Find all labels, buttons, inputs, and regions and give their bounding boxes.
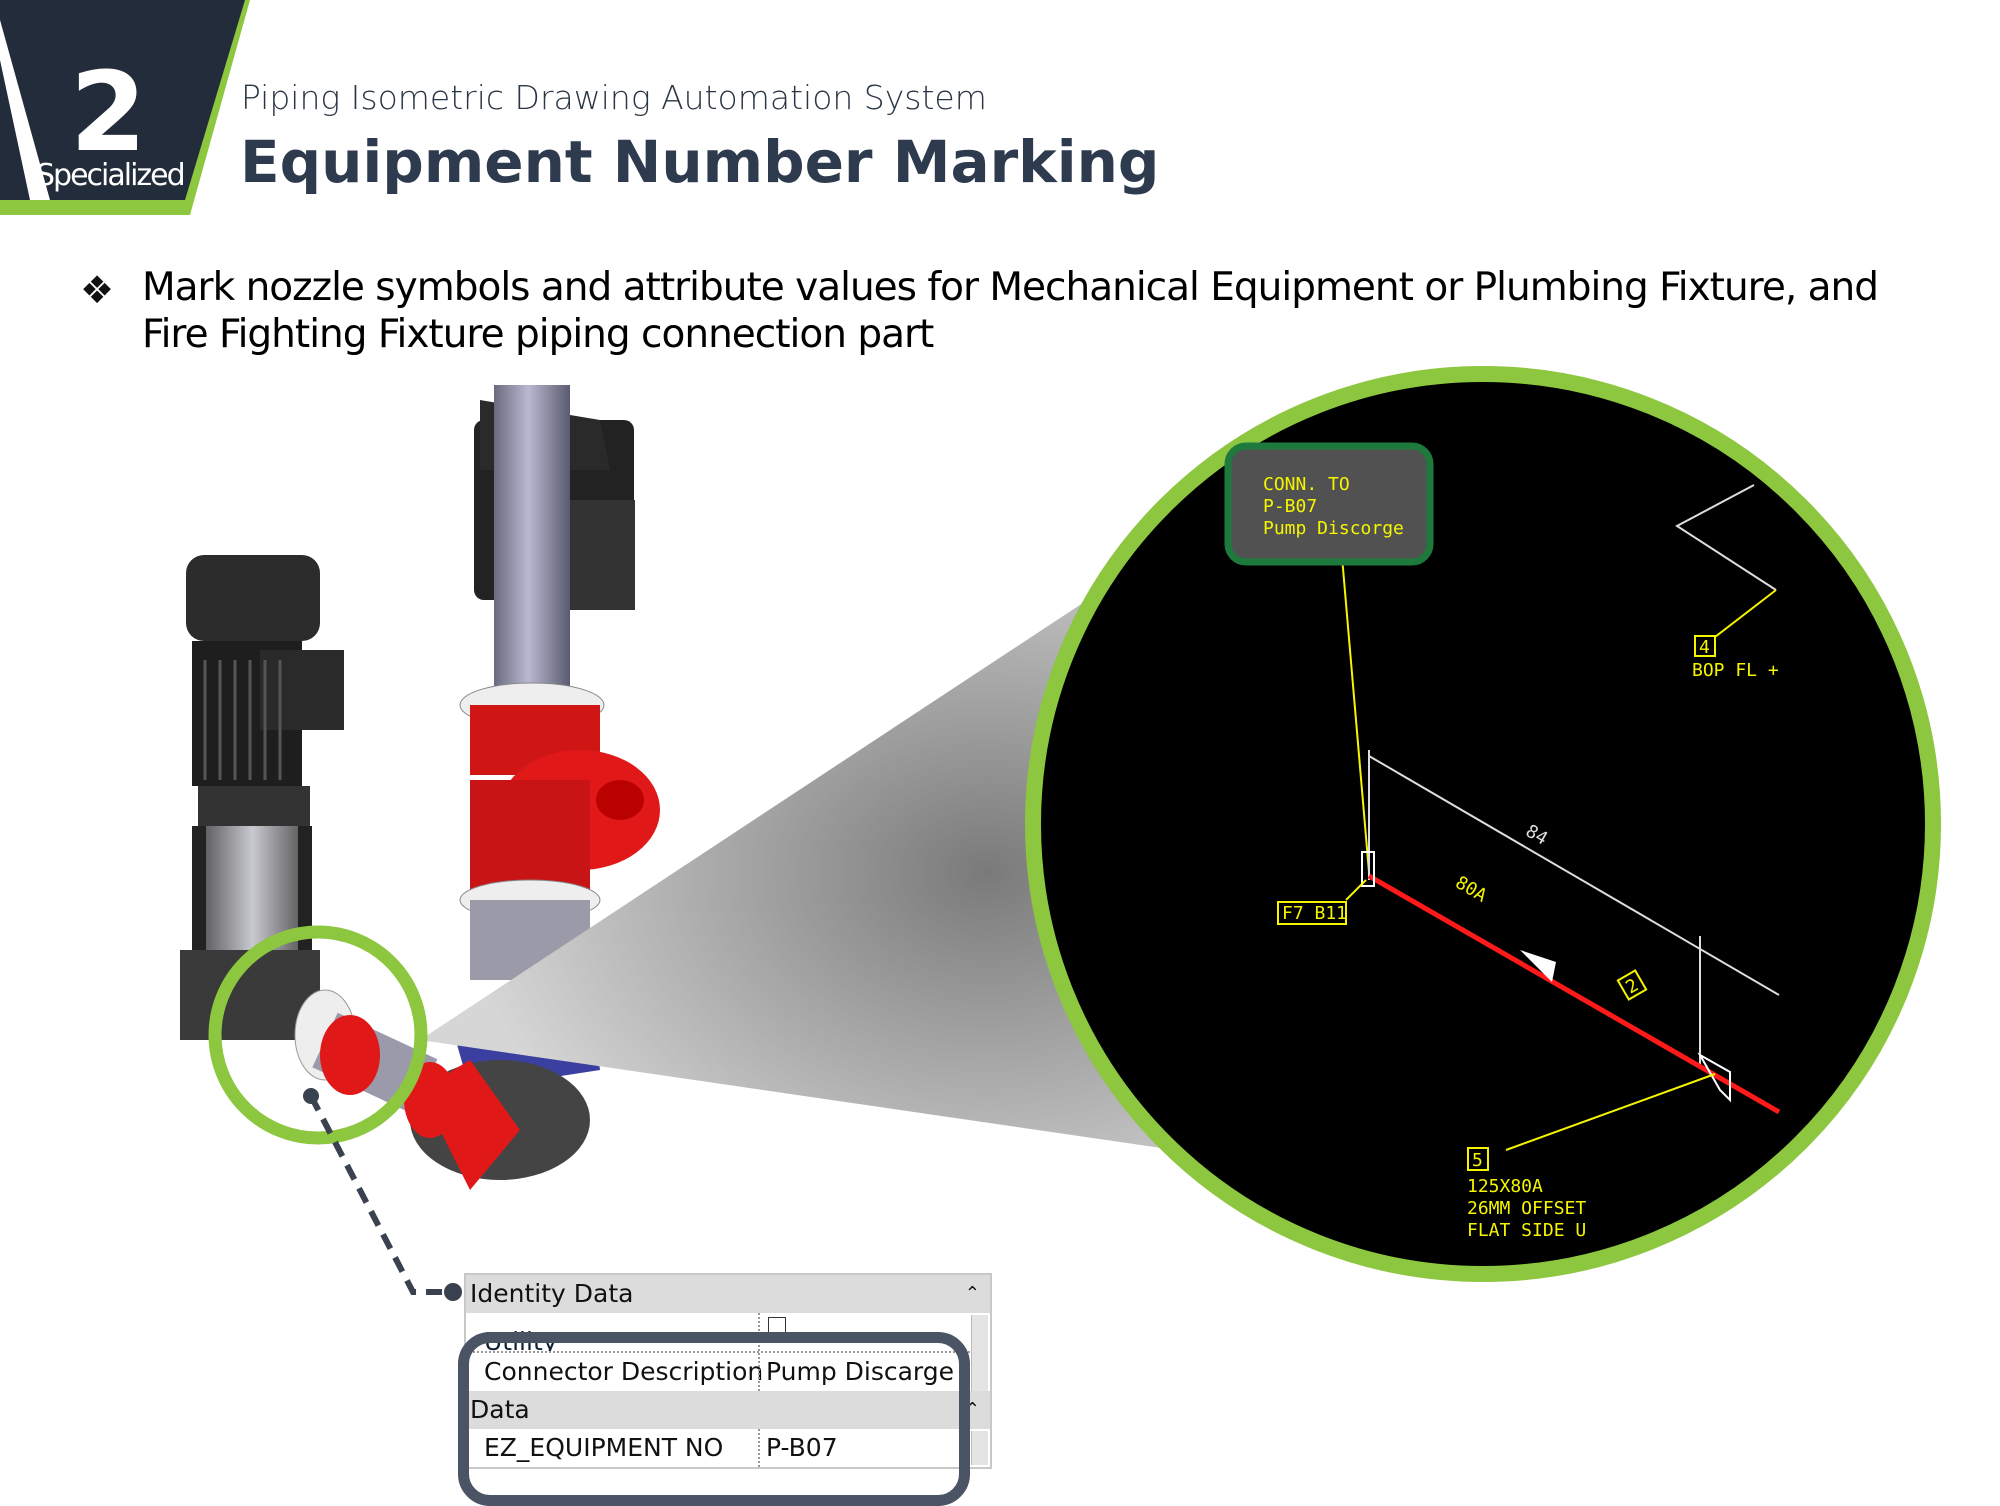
cad-view-circle: [1025, 366, 1941, 1282]
pump-right: [410, 385, 660, 1190]
page-subtitle: Piping Isometric Drawing Automation Syst…: [241, 78, 987, 117]
highlight-frame: [458, 1332, 970, 1506]
connector-leader: [303, 1088, 462, 1301]
cad-drawing: [1277, 484, 1781, 1171]
magnifier-small-circle: [208, 925, 428, 1145]
equipment-no-value[interactable]: P-B07: [758, 1429, 838, 1467]
logo-word: Specialized: [36, 158, 186, 193]
magnifier-cone: [420, 595, 1175, 1150]
flow-arrow-icon: [1520, 950, 1556, 982]
group-data[interactable]: Data ⌃: [466, 1391, 990, 1429]
properties-panel: Identity Data ⌃ Utility Connector Descri…: [464, 1273, 992, 1469]
property-name: EZ_EQUIPMENT NO: [484, 1433, 724, 1462]
diamond-bullet-icon: ❖: [80, 270, 115, 312]
property-name: Connector Description: [484, 1357, 764, 1386]
property-row-connector-description: Connector Description Pump Discarge: [466, 1351, 970, 1391]
logo-number: 2: [70, 48, 147, 176]
scrollbar[interactable]: [971, 1315, 988, 1391]
group-label: Data: [470, 1395, 530, 1424]
property-row-equipment-no: EZ_EQUIPMENT NO P-B07: [466, 1429, 970, 1467]
connector-description-value[interactable]: Pump Discarge: [758, 1353, 956, 1391]
callout-box: [1224, 442, 1434, 566]
group-label: Identity Data: [470, 1279, 634, 1308]
page-title: Equipment Number Marking: [240, 128, 1160, 196]
bullet-text: Mark nozzle symbols and attribute values…: [142, 265, 1879, 357]
logo-badge: [0, 0, 250, 215]
group-identity-data[interactable]: Identity Data ⌃: [466, 1275, 990, 1313]
scrollbar-lower[interactable]: [971, 1431, 988, 1465]
collapse-icon[interactable]: ⌃: [964, 1283, 980, 1304]
